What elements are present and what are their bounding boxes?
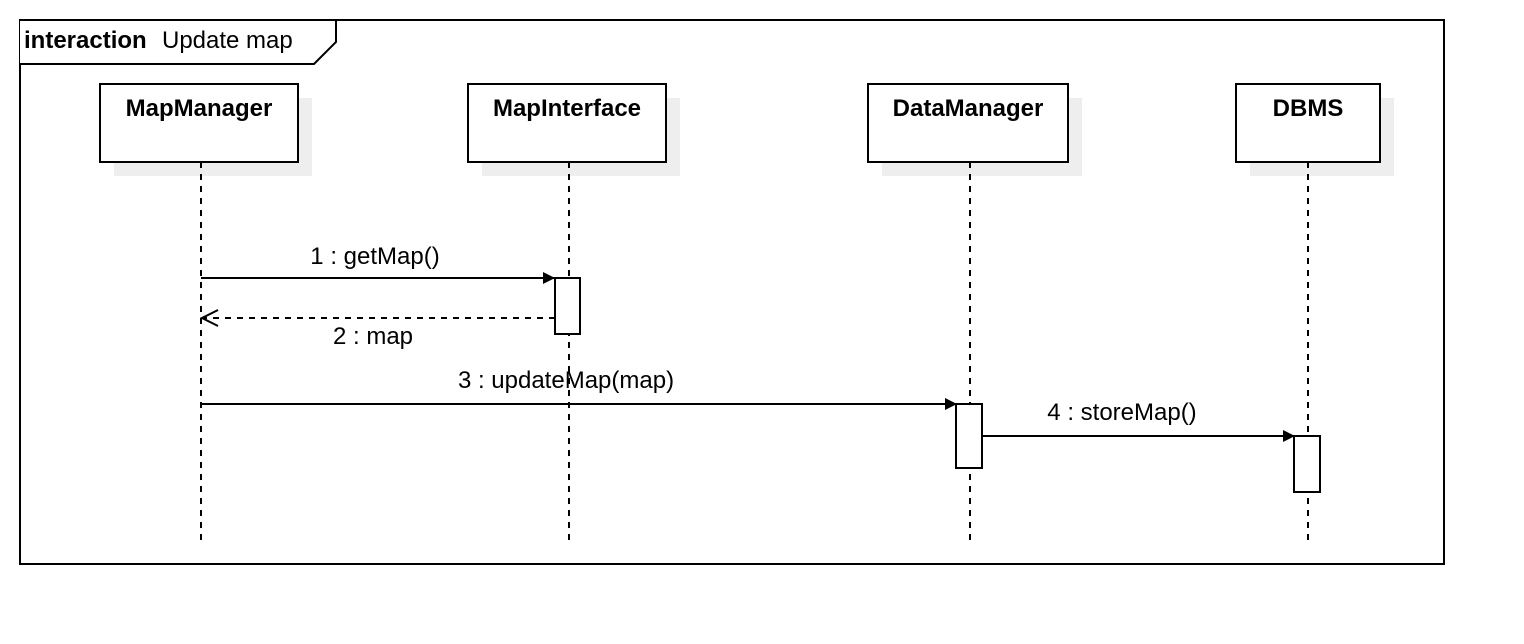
frame-keyword: interaction (24, 27, 147, 54)
lifeline-head-datamanager (867, 83, 1069, 163)
open-arrowhead-icon (199, 309, 219, 327)
activation-dbms (1293, 435, 1321, 493)
lifeline-head-mapmanager (99, 83, 299, 163)
activation-mapinterface (554, 277, 581, 335)
activation-datamanager (955, 403, 983, 469)
message-label-getmap: 1 : getMap() (310, 243, 439, 270)
lifeline-name-mapinterface: MapInterface (493, 95, 641, 122)
lifeline-head-mapinterface (467, 83, 667, 163)
message-label-storemap: 4 : storeMap() (1047, 399, 1196, 426)
lifeline-name-dbms: DBMS (1273, 95, 1344, 122)
frame-tab (20, 19, 337, 65)
lifeline-name-mapmanager: MapManager (126, 95, 273, 122)
message-label-map-return: 2 : map (333, 323, 413, 350)
message-label-updatemap: 3 : updateMap(map) (458, 367, 674, 394)
lifeline-head-dbms (1235, 83, 1381, 163)
lifeline-name-datamanager: DataManager (893, 95, 1044, 122)
frame-title: Update map (162, 27, 293, 54)
